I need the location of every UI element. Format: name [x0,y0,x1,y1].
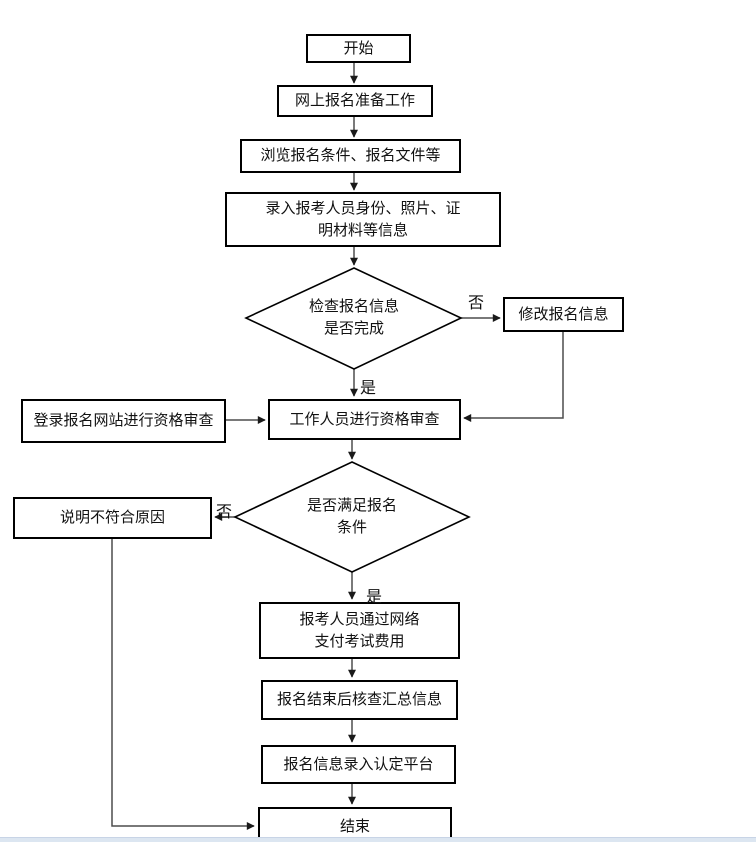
edge-label-check-yes: 是 [360,380,377,397]
edge-modify-staff [463,332,564,422]
decision-meet-conditions-label: 是否满足报名 条件 [306,496,397,537]
node-browse-label: 浏览报名条件、报名文件等 [260,147,441,165]
node-enter-platform-label: 报名信息录入认定平台 [283,755,434,773]
node-pay-fee: 报考人员通过网络 支付考试费用 [259,602,460,659]
node-input-info: 录入报考人员身份、照片、证 明材料等信息 [225,192,501,247]
node-staff-review: 工作人员进行资格审查 [268,399,461,440]
decision-check-complete-label: 检查报名信息 是否完成 [308,297,399,338]
node-explain-reason-label: 说明不符合原因 [59,509,165,527]
bottom-page-divider [0,837,756,842]
node-modify: 修改报名信息 [503,297,624,332]
node-browse: 浏览报名条件、报名文件等 [240,139,461,173]
node-end-label: 结束 [339,818,370,836]
decision-check-complete-shape [244,267,463,370]
node-start: 开始 [306,34,411,63]
node-enter-platform: 报名信息录入认定平台 [261,745,456,784]
node-login-review: 登录报名网站进行资格审查 [21,399,226,443]
edge-label-meet-no: 否 [216,504,233,521]
node-login-review-label: 登录报名网站进行资格审查 [33,412,214,430]
node-staff-review-label: 工作人员进行资格审查 [289,410,440,428]
node-start-label: 开始 [343,39,374,57]
node-explain-reason: 说明不符合原因 [13,497,212,539]
node-modify-label: 修改报名信息 [518,305,609,323]
node-end: 结束 [258,807,452,842]
node-prepare-label: 网上报名准备工作 [294,92,415,110]
node-input-info-label: 录入报考人员身份、照片、证 明材料等信息 [265,199,461,239]
node-verify-summary: 报名结束后核查汇总信息 [261,680,458,720]
node-prepare: 网上报名准备工作 [277,85,433,117]
edge-label-check-no: 否 [468,295,485,312]
node-pay-fee-label: 报考人员通过网络 支付考试费用 [299,610,420,650]
edge-explain-end [111,539,255,830]
node-verify-summary-label: 报名结束后核查汇总信息 [276,691,442,709]
decision-meet-conditions-shape [233,461,471,573]
edge-label-meet-yes: 是 [366,589,383,606]
